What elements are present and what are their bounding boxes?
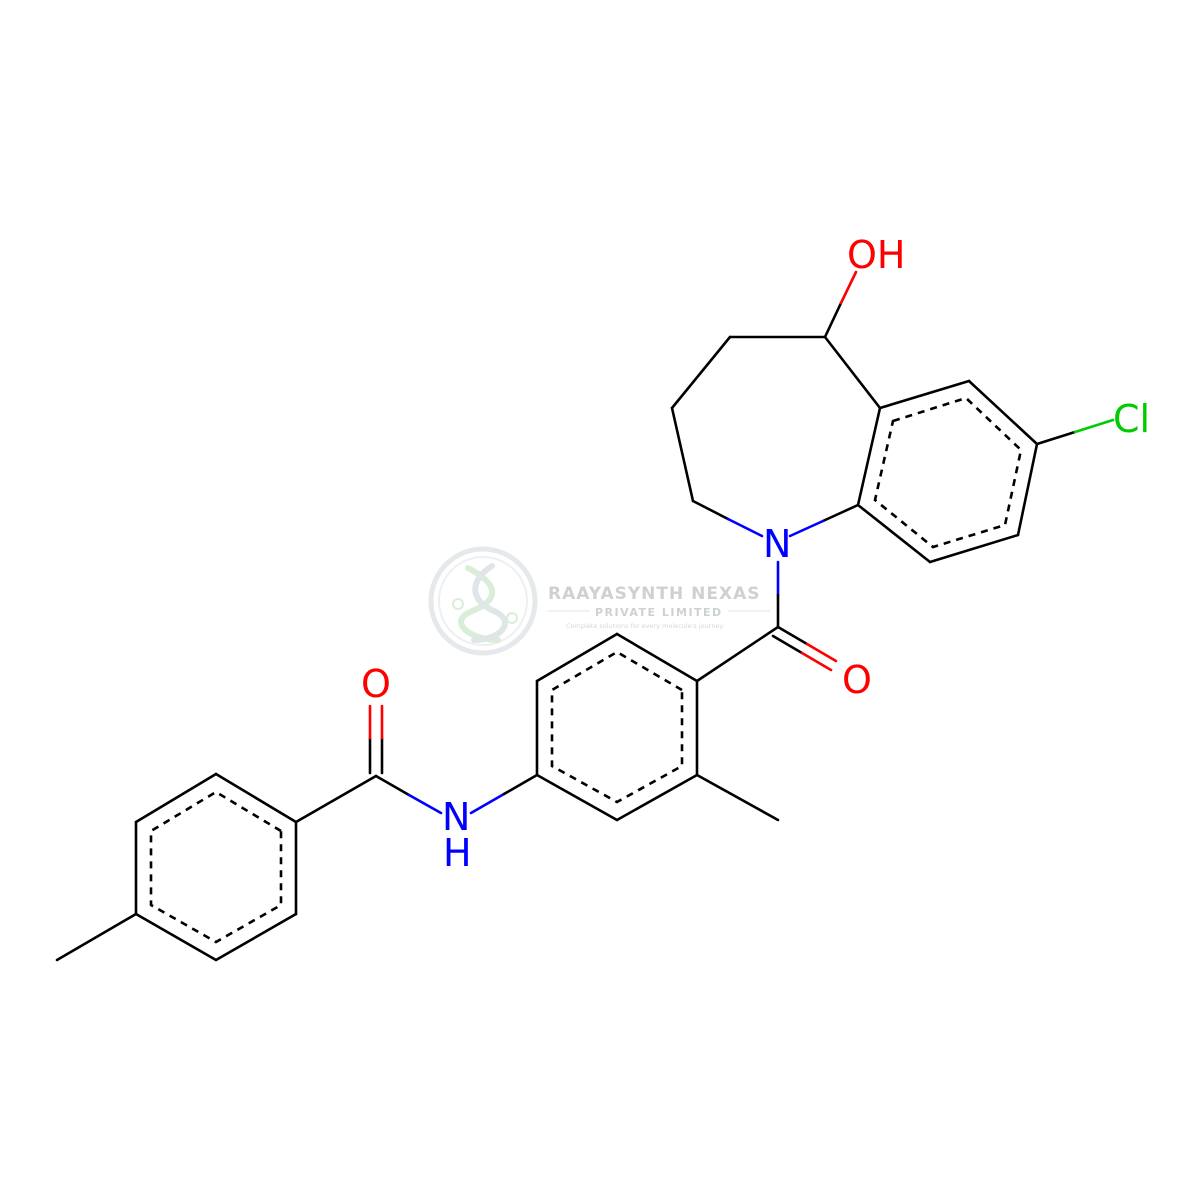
aromatic-rings bbox=[149, 396, 1023, 944]
atom-amide-nitrogen: N bbox=[442, 795, 470, 839]
hetero-bonds bbox=[368, 270, 1115, 815]
watermark-tagline: Complete solutions for every molecule's … bbox=[566, 622, 723, 630]
atom-amide-oxygen: O bbox=[361, 662, 391, 706]
atom-chlorine: Cl bbox=[1113, 397, 1150, 441]
aromatic-ring-toluene bbox=[149, 790, 283, 944]
watermark-subtitle: PRIVATE LIMITED bbox=[595, 606, 723, 619]
atom-labels: OH Cl N O O N H bbox=[361, 233, 1150, 875]
watermark-company: RAAYASYNTH NEXAS bbox=[548, 584, 761, 604]
atom-hydroxyl: OH bbox=[847, 233, 905, 277]
atom-ketone-oxygen: O bbox=[842, 658, 872, 702]
carbon-bonds bbox=[55, 335, 1039, 962]
atom-ring-nitrogen: N bbox=[763, 522, 791, 566]
dna-helix-logo-icon bbox=[428, 546, 538, 656]
atom-amide-hydrogen: H bbox=[443, 831, 472, 875]
aromatic-ring-chlorobenzene bbox=[873, 396, 1023, 549]
watermark: RAAYASYNTH NEXAS PRIVATE LIMITED Complet… bbox=[428, 546, 770, 656]
aromatic-ring-central bbox=[550, 650, 684, 804]
